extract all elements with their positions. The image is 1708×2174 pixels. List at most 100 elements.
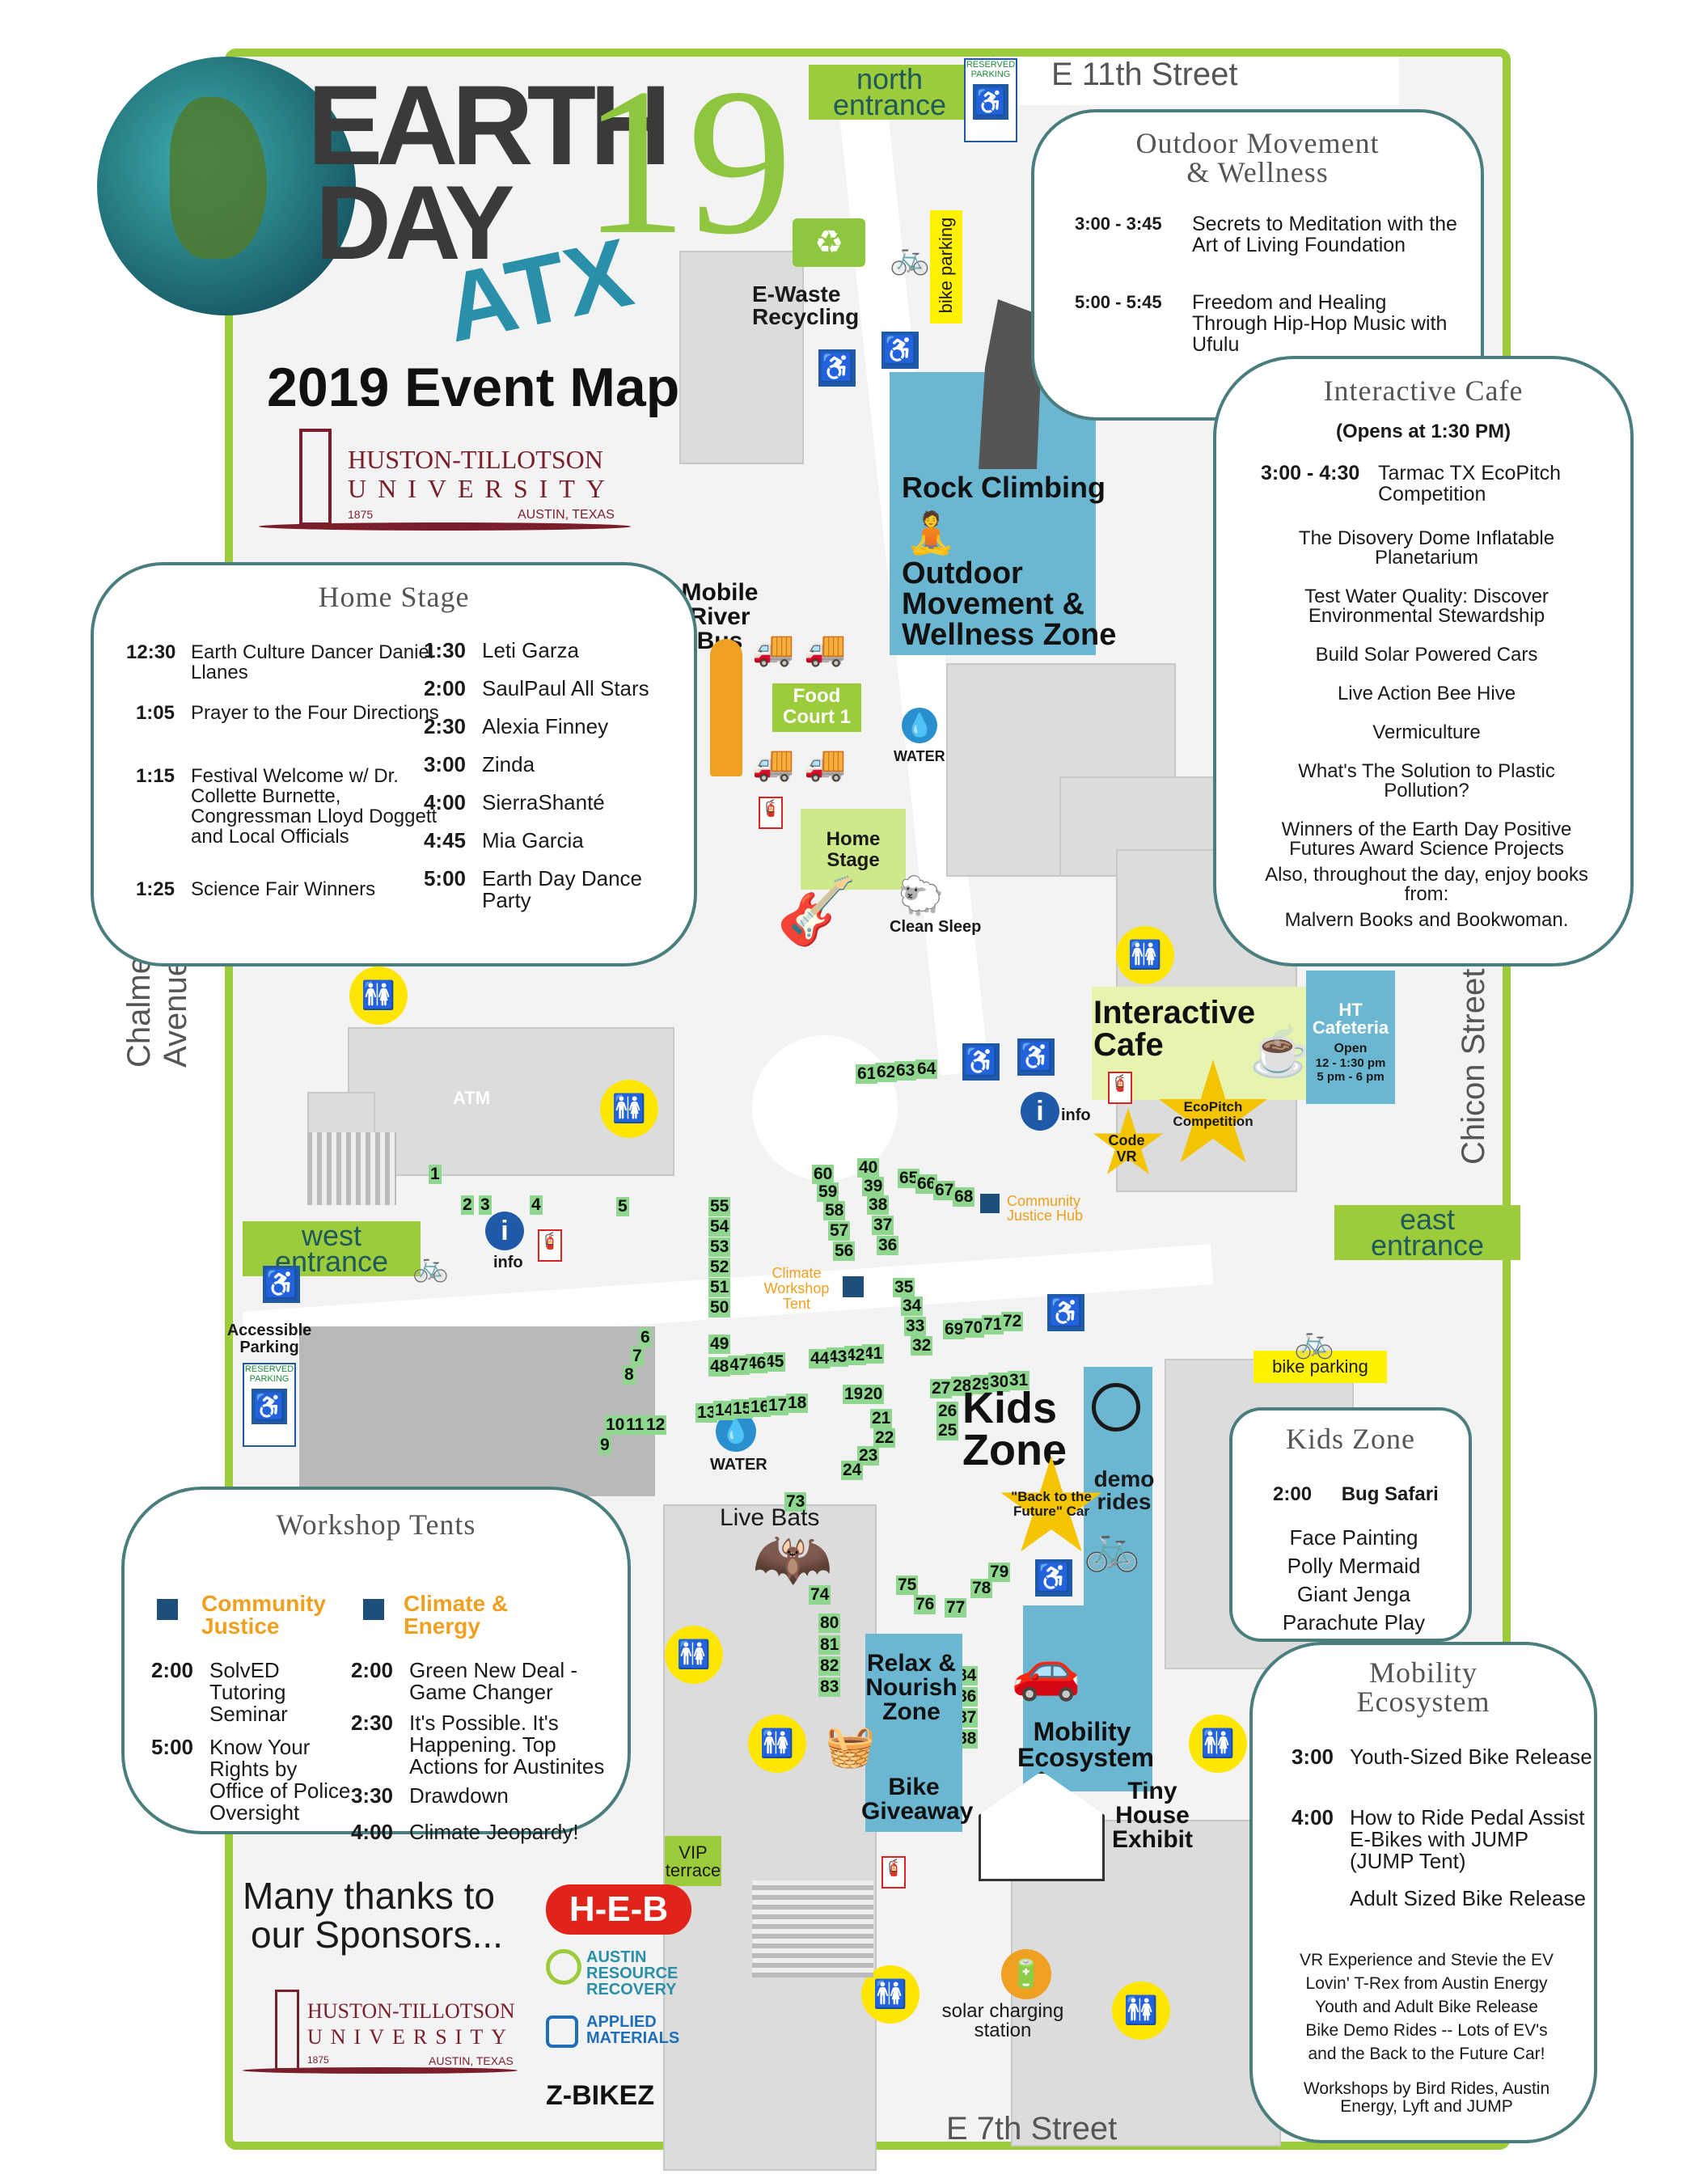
booth-number[interactable]: 82 xyxy=(818,1656,841,1676)
booth-number[interactable]: 57 xyxy=(828,1221,851,1241)
booth-number[interactable]: 11 xyxy=(624,1415,646,1435)
booth-number[interactable]: 2 xyxy=(461,1195,474,1215)
booth-number[interactable]: 32 xyxy=(911,1336,933,1356)
booth-number[interactable]: 69 xyxy=(943,1320,966,1339)
accessible-icon: ♿ xyxy=(252,1389,287,1424)
booth-number[interactable]: 33 xyxy=(904,1317,927,1336)
booth-number[interactable]: 8 xyxy=(623,1365,636,1385)
booth-number[interactable]: 39 xyxy=(862,1177,885,1196)
booth-number[interactable]: 60 xyxy=(812,1165,835,1184)
booth-number[interactable]: 34 xyxy=(901,1296,924,1316)
restroom-icon: 🚻 xyxy=(349,966,408,1025)
booth-number[interactable]: 7 xyxy=(631,1347,644,1366)
booth-number[interactable]: 80 xyxy=(818,1614,841,1633)
booth-number[interactable]: 78 xyxy=(970,1579,993,1598)
booth-number[interactable]: 28 xyxy=(951,1377,974,1396)
booth-number[interactable]: 25 xyxy=(936,1421,959,1440)
relax-nourish-label: Relax & Nourish Zone xyxy=(865,1650,958,1725)
west-entrance-ribbon[interactable]: west entrance xyxy=(243,1221,421,1276)
food-court[interactable]: Food Court 1 xyxy=(772,683,861,732)
booth-number[interactable]: 35 xyxy=(893,1278,915,1297)
booth-number[interactable]: 4 xyxy=(530,1195,543,1215)
bike-parking-north[interactable]: bike parking xyxy=(930,210,962,324)
booth-number[interactable]: 19 xyxy=(843,1385,865,1404)
booth-number[interactable]: 6 xyxy=(639,1328,652,1347)
booth-number[interactable]: 9 xyxy=(598,1436,611,1455)
booth-number[interactable]: 26 xyxy=(936,1402,959,1421)
booth-number[interactable]: 29 xyxy=(970,1375,993,1394)
booth-number[interactable]: 3 xyxy=(479,1195,492,1215)
booth-number[interactable]: 71 xyxy=(982,1315,1004,1334)
booth-number[interactable]: 74 xyxy=(809,1585,831,1605)
relax-nourish-zone[interactable] xyxy=(865,1634,962,1832)
booth-number[interactable]: 54 xyxy=(708,1217,731,1237)
booth-number[interactable]: 51 xyxy=(708,1278,731,1297)
booth-number[interactable]: 17 xyxy=(767,1396,789,1415)
vip-terrace[interactable]: VIP terrace xyxy=(665,1836,721,1886)
booth-number[interactable]: 49 xyxy=(708,1334,731,1354)
booth-number[interactable]: 64 xyxy=(915,1060,938,1079)
booth-number[interactable]: 20 xyxy=(862,1385,885,1404)
north-entrance-ribbon[interactable]: north entrance xyxy=(809,65,970,120)
booth-number[interactable]: 62 xyxy=(875,1063,898,1082)
booth-number[interactable]: 22 xyxy=(873,1428,896,1448)
kids-item: Polly Mermaid xyxy=(1287,1554,1421,1578)
booth-number[interactable]: 36 xyxy=(877,1236,899,1255)
booth-number[interactable]: 48 xyxy=(708,1357,731,1377)
booth-number[interactable]: 40 xyxy=(857,1158,880,1178)
booth-number[interactable]: 58 xyxy=(823,1201,846,1220)
booth-number[interactable]: 53 xyxy=(708,1237,731,1257)
booth-number[interactable]: 50 xyxy=(708,1298,731,1318)
heb-logo[interactable]: H-E-B xyxy=(546,1884,691,1935)
booth-number[interactable]: 27 xyxy=(930,1379,953,1398)
booth-number[interactable]: 61 xyxy=(856,1064,878,1084)
accessible-icon: ♿ xyxy=(962,1043,1000,1081)
outdoor-item-1-text: Secrets to Meditation with the Art of Li… xyxy=(1192,213,1457,256)
booth-number[interactable]: 77 xyxy=(945,1598,967,1618)
schedule-text: Mia Garcia xyxy=(482,828,584,852)
applied-materials-logo[interactable]: APPLIED MATERIALS xyxy=(586,2013,680,2047)
booth-number[interactable]: 59 xyxy=(817,1182,839,1202)
booth-number[interactable]: 10 xyxy=(604,1415,627,1435)
cafe-first-time: 3:00 - 4:30 xyxy=(1261,462,1360,484)
booth-number[interactable]: 31 xyxy=(1008,1371,1030,1390)
info-icon[interactable]: i xyxy=(1021,1092,1059,1131)
booth-number[interactable]: 44 xyxy=(809,1349,831,1368)
booth-number[interactable]: 12 xyxy=(645,1415,667,1435)
booth-number[interactable]: 5 xyxy=(616,1197,629,1216)
booth-number[interactable]: 68 xyxy=(953,1187,975,1207)
home-stage[interactable]: Home Stage xyxy=(801,809,906,890)
booth-number[interactable]: 81 xyxy=(818,1635,841,1655)
mobility-ecosystem-zone[interactable] xyxy=(1023,1605,1152,1791)
booth-number[interactable]: 72 xyxy=(1001,1312,1024,1331)
booth-number[interactable]: 24 xyxy=(841,1461,864,1480)
booth-number[interactable]: 18 xyxy=(786,1394,809,1413)
booth-number[interactable]: 63 xyxy=(894,1061,917,1081)
booth-number[interactable]: 76 xyxy=(914,1595,936,1614)
booth-number[interactable]: 38 xyxy=(867,1195,890,1215)
booth-number[interactable]: 83 xyxy=(818,1677,841,1697)
bike-parking-east[interactable]: bike parking xyxy=(1254,1351,1387,1383)
booth-number[interactable]: 37 xyxy=(872,1216,894,1235)
booth-number[interactable]: 23 xyxy=(857,1446,880,1466)
booth-number[interactable]: 73 xyxy=(784,1492,807,1512)
booth-number[interactable]: 56 xyxy=(833,1241,856,1261)
zbikez-logo[interactable]: Z-BIKEZ xyxy=(546,2080,655,2111)
university-name-2: UNIVERSITY xyxy=(348,474,616,503)
booth-number[interactable]: 47 xyxy=(728,1356,750,1375)
austin-resource-recovery-logo[interactable]: AUSTIN RESOURCE RECOVERY xyxy=(586,1948,679,1998)
kids-first-time: 2:00 xyxy=(1273,1483,1313,1505)
ht-cafeteria[interactable]: HT Cafeteria Open 12 - 1:30 pm 5 pm - 6 … xyxy=(1306,971,1395,1104)
booth-number[interactable]: 30 xyxy=(988,1372,1011,1392)
booth-number[interactable]: 1 xyxy=(429,1165,442,1184)
booth-number[interactable]: 67 xyxy=(933,1181,956,1200)
booth-number[interactable]: 70 xyxy=(962,1318,985,1338)
booth-number[interactable]: 52 xyxy=(708,1258,731,1277)
booth-number[interactable]: 75 xyxy=(896,1576,919,1595)
booth-number[interactable]: 79 xyxy=(988,1563,1011,1582)
booth-number[interactable]: 21 xyxy=(870,1409,893,1428)
east-entrance-ribbon[interactable]: east entrance xyxy=(1334,1205,1520,1260)
booth-number[interactable]: 55 xyxy=(708,1197,731,1216)
info-icon[interactable]: i xyxy=(485,1212,524,1250)
cafeteria-open-label: Open xyxy=(1334,1042,1368,1055)
